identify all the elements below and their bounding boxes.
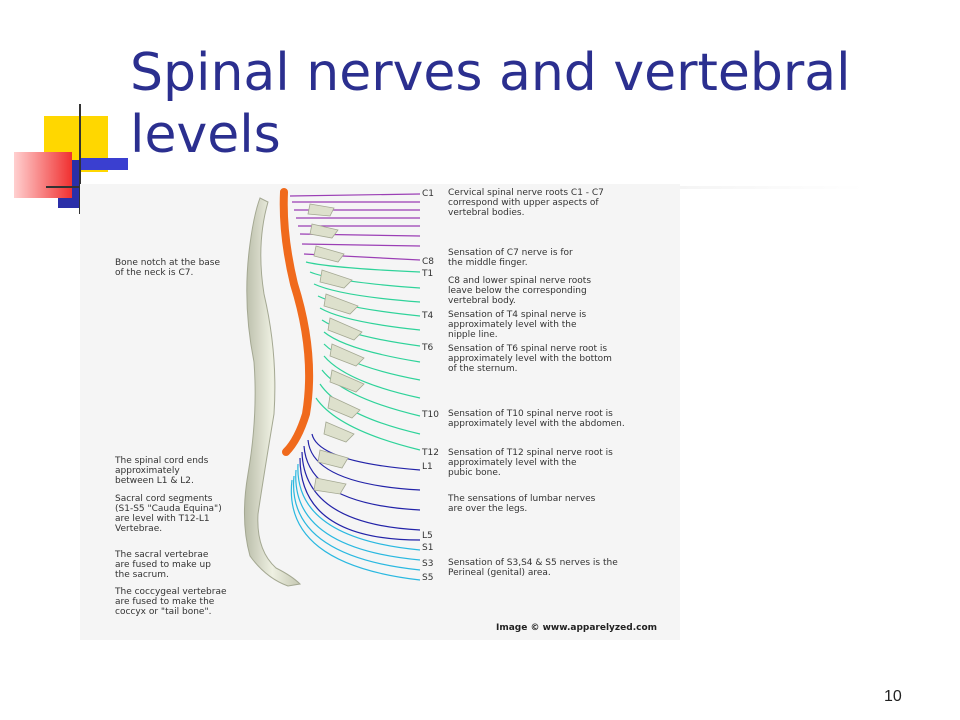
level-label-c8: C8	[422, 257, 435, 267]
note-lumbar-legs: The sensations of lumbar nerves are over…	[448, 494, 596, 514]
note-c8-lower-roots: C8 and lower spinal nerve roots leave be…	[448, 276, 592, 306]
sacral-nerve-lines	[290, 463, 421, 581]
level-label-s3: S3	[422, 559, 434, 569]
note-c7-middle-finger: Sensation of C7 nerve is for the middle …	[448, 248, 573, 268]
note-t4-nipple-line: Sensation of T4 spinal nerve is approxim…	[448, 310, 587, 340]
corner-blue-bar	[80, 158, 128, 170]
corner-horizontal-line	[46, 186, 80, 188]
spinal-cord	[279, 188, 314, 456]
spinal-nerves-diagram: C1 C8 T1 T4 T6 T10 T12 L1 L5 S1 S3 S5 Ce…	[80, 184, 680, 640]
note-cervical-roots: Cervical spinal nerve roots C1 - C7 corr…	[448, 188, 604, 218]
note-coccyx: The coccygeal vertebrae are fused to mak…	[115, 587, 227, 617]
slide-title: Spinal nerves and vertebral levels	[130, 43, 851, 165]
spine-illustration	[243, 188, 421, 587]
level-label-t10: T10	[422, 410, 439, 420]
level-label-t1: T1	[422, 269, 434, 279]
note-t10-abdomen: Sensation of T10 spinal nerve root is ap…	[448, 409, 625, 429]
cervical-nerve-lines	[289, 193, 421, 261]
level-label-l1: L1	[422, 462, 433, 472]
level-label-t6: T6	[422, 343, 434, 353]
note-sacral-perineal: Sensation of S3,S4 & S5 nerves is the Pe…	[448, 558, 618, 578]
lumbar-nerve-lines	[299, 433, 421, 541]
level-label-s1: S1	[422, 543, 434, 553]
spinous-processes	[307, 203, 365, 495]
level-label-c1: C1	[422, 189, 435, 199]
thoracic-nerve-lines	[305, 261, 421, 451]
vertebral-column	[243, 197, 302, 587]
note-sacral-segments: Sacral cord segments (S1-S5 "Cauda Equin…	[115, 494, 222, 534]
note-c7-notch: Bone notch at the base of the neck is C7…	[115, 258, 221, 278]
level-label-l5: L5	[422, 531, 433, 541]
level-label-t12: T12	[422, 448, 439, 458]
note-t12-pubic-bone: Sensation of T12 spinal nerve root is ap…	[448, 448, 613, 478]
note-cord-end: The spinal cord ends approximately betwe…	[115, 456, 209, 486]
level-label-t4: T4	[422, 311, 434, 321]
note-t6-sternum: Sensation of T6 spinal nerve root is app…	[448, 344, 612, 374]
note-sacrum: The sacral vertebrae are fused to make u…	[115, 550, 211, 580]
corner-red-square	[14, 152, 72, 198]
image-credit: Image © www.apparelyzed.com	[496, 623, 658, 633]
corner-vertical-line	[79, 104, 81, 214]
level-label-s5: S5	[422, 573, 434, 583]
page-number: 10	[884, 688, 902, 705]
